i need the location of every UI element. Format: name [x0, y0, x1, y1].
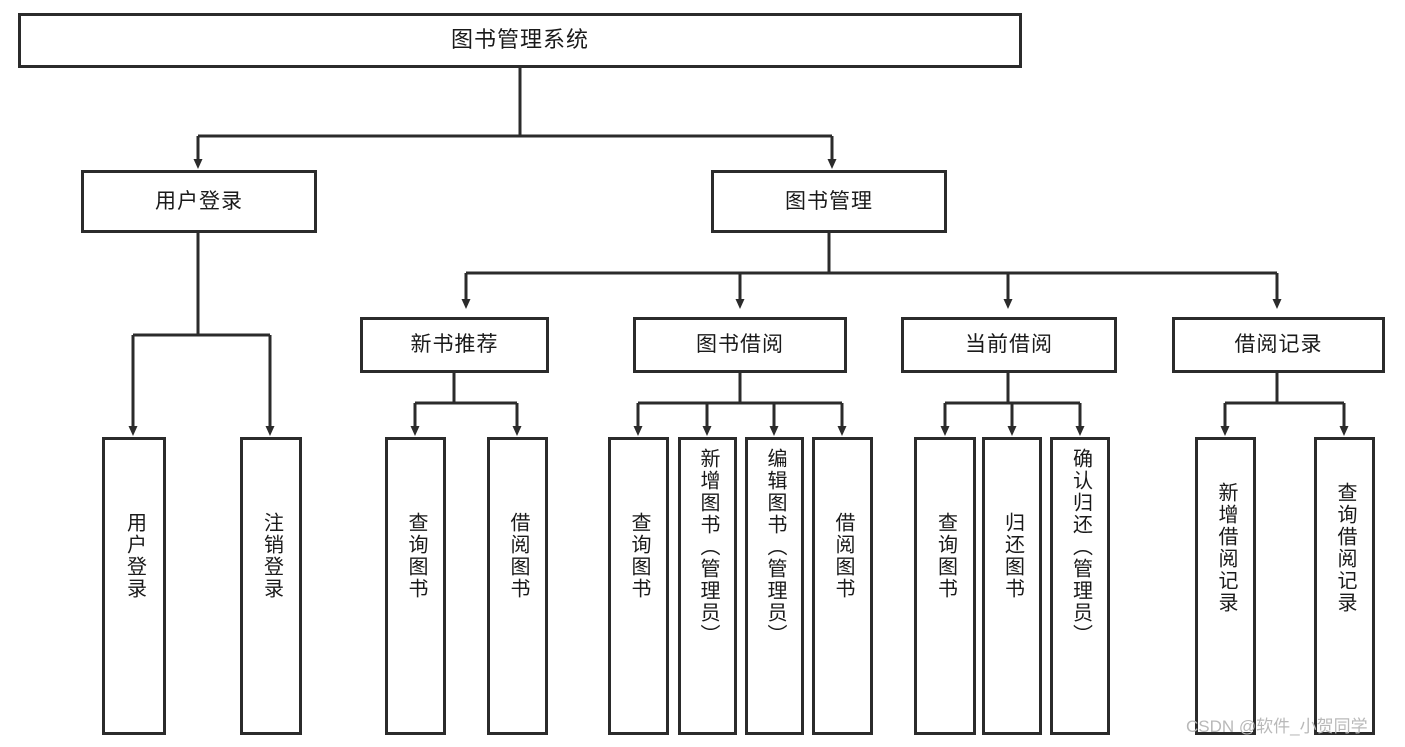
node-user-login[interactable]: 用户登录 [81, 170, 317, 233]
leaf-borrow-borrow-book[interactable]: 借阅图书 [812, 437, 873, 735]
leaf-user-login[interactable]: 用户登录 [102, 437, 166, 735]
node-label: 借阅图书 [507, 512, 529, 600]
node-label: 图书借阅 [696, 333, 784, 357]
node-label: 借阅记录 [1234, 333, 1323, 357]
node-book-borrow[interactable]: 图书借阅 [633, 317, 847, 373]
csdn-watermark: CSDN @软件_小贺同学 [1186, 717, 1368, 736]
node-label: 查询图书 [934, 512, 957, 600]
node-label: 确认归还（管理员） [1069, 448, 1092, 646]
node-label: 查询图书 [628, 512, 650, 600]
node-label: 注销登录 [260, 512, 283, 600]
node-label: 用户登录 [155, 189, 243, 213]
node-borrow-record[interactable]: 借阅记录 [1172, 317, 1385, 373]
node-label: 当前借阅 [965, 333, 1053, 357]
leaf-logout-login[interactable]: 注销登录 [240, 437, 302, 735]
node-label: 图书管理系统 [450, 27, 589, 53]
node-label: 编辑图书（管理员） [764, 448, 786, 646]
leaf-rec-query-book[interactable]: 查询图书 [385, 437, 446, 735]
leaf-borrow-query-book[interactable]: 查询图书 [608, 437, 669, 735]
node-book-management[interactable]: 图书管理 [711, 170, 947, 233]
leaf-query-borrow-record[interactable]: 查询借阅记录 [1314, 437, 1375, 735]
node-label: 图书管理 [785, 189, 873, 213]
leaf-current-confirm-return-admin[interactable]: 确认归还（管理员） [1050, 437, 1110, 735]
node-label: 查询图书 [405, 512, 427, 600]
node-label: 归还图书 [1001, 512, 1024, 600]
leaf-current-query-book[interactable]: 查询图书 [914, 437, 976, 735]
node-label: 新书推荐 [410, 333, 499, 357]
leaf-borrow-edit-book-admin[interactable]: 编辑图书（管理员） [745, 437, 804, 735]
node-label: 新增借阅记录 [1215, 482, 1237, 614]
node-root-book-management-system[interactable]: 图书管理系统 [18, 13, 1022, 68]
node-label: 新增图书（管理员） [697, 448, 719, 646]
node-label: 用户登录 [123, 512, 146, 600]
node-label: 查询借阅记录 [1334, 482, 1356, 614]
node-new-book-recommendation[interactable]: 新书推荐 [360, 317, 549, 373]
leaf-borrow-add-book-admin[interactable]: 新增图书（管理员） [678, 437, 737, 735]
node-label: 借阅图书 [832, 512, 854, 600]
leaf-current-return-book[interactable]: 归还图书 [982, 437, 1042, 735]
node-current-borrow[interactable]: 当前借阅 [901, 317, 1117, 373]
leaf-add-borrow-record[interactable]: 新增借阅记录 [1195, 437, 1256, 735]
leaf-rec-borrow-book[interactable]: 借阅图书 [487, 437, 548, 735]
